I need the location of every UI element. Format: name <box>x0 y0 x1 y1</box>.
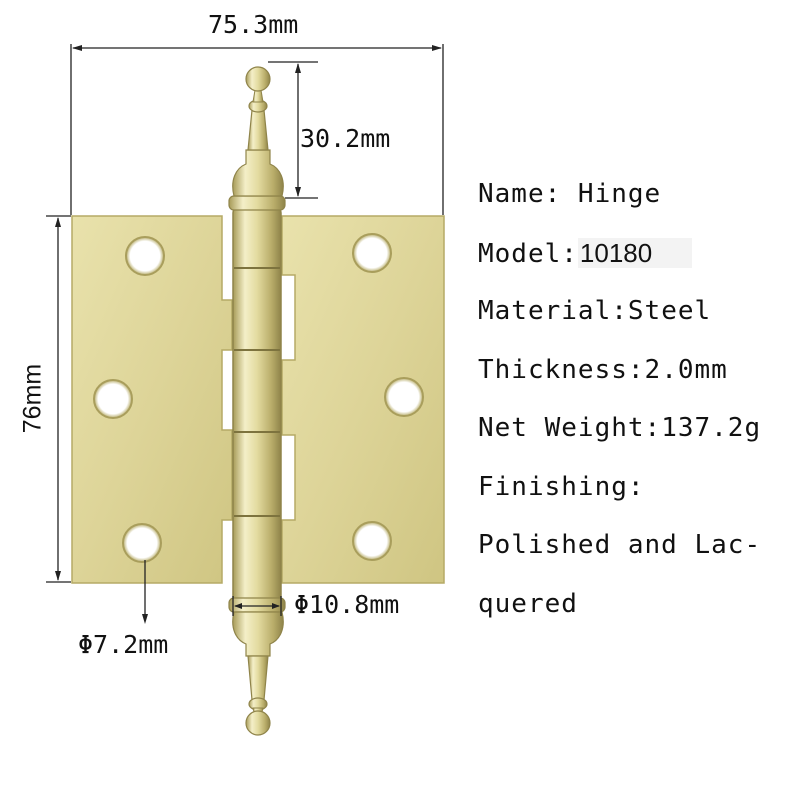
screw-holes <box>93 233 424 563</box>
spec-material: Material:Steel <box>478 289 788 348</box>
spec-finishing-value-1: Polished and Lac- <box>478 530 762 560</box>
width-dimension-label: 75.3mm <box>208 10 299 39</box>
spec-weight-label: Net Weight: <box>478 413 662 443</box>
spec-finishing: Finishing: <box>478 465 788 524</box>
spec-material-value: Steel <box>627 296 712 326</box>
spec-thickness-value: 2.0mm <box>644 354 728 385</box>
hole-diameter-label: Φ7.2mm <box>78 630 169 659</box>
bottom-finial <box>228 597 286 736</box>
spec-model: Model:10180 <box>478 231 788 290</box>
spec-finishing-value-2: quered <box>478 588 578 619</box>
left-leaf <box>71 215 233 584</box>
spec-name-value: Hinge <box>577 179 662 209</box>
spec-name-label: Name: <box>478 179 578 209</box>
spec-weight: Net Weight:137.2g <box>478 406 788 465</box>
spec-name: Name: Hinge <box>478 172 788 231</box>
top-finial <box>228 66 286 211</box>
height-dimension-label: 76mm <box>18 363 47 434</box>
dimension-lines <box>46 44 444 624</box>
spec-thickness-label: Thickness: <box>478 354 645 385</box>
finial-height-label: 30.2mm <box>300 124 391 153</box>
spec-list: Name: Hinge Model:10180 Material:Steel T… <box>478 172 788 640</box>
spec-weight-value: 137.2g <box>661 413 762 443</box>
knuckle-diameter-label: Φ10.8mm <box>294 590 400 619</box>
spec-material-label: Material: <box>478 296 628 326</box>
spec-thickness: Thickness:2.0mm <box>478 348 788 407</box>
spec-model-label: Model: <box>478 238 578 269</box>
spec-model-value: 10180 <box>577 237 693 268</box>
right-leaf <box>281 215 445 584</box>
hinge-barrel <box>232 206 282 603</box>
spec-finishing-label: Finishing: <box>478 471 645 502</box>
